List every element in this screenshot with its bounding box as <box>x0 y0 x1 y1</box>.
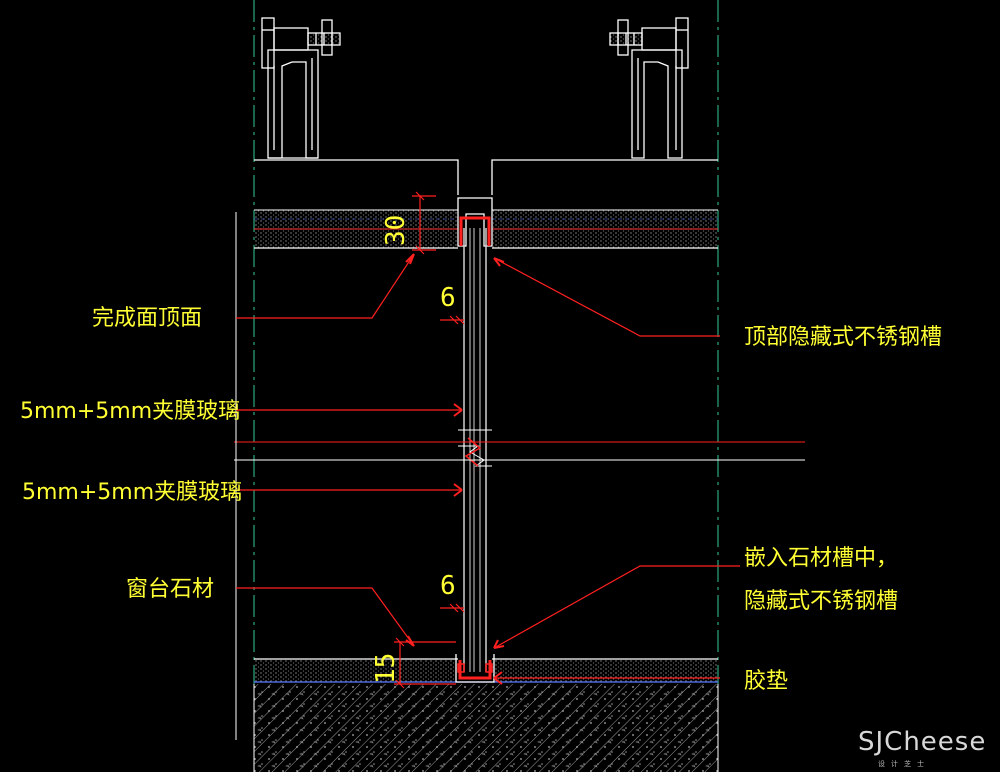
dim-top-gap: 6 <box>440 283 456 313</box>
center-lines <box>253 0 719 772</box>
steel-bracket-right <box>609 17 689 159</box>
label-glass-2: 5mm+5mm夹膜玻璃 <box>22 480 242 505</box>
bottom-steel-channel <box>455 654 495 683</box>
steel-bracket-left <box>261 17 341 159</box>
label-top-channel: 顶部隐藏式不锈钢槽 <box>744 325 942 350</box>
label-sill-stone: 窗台石材 <box>126 577 214 602</box>
break-lines <box>234 441 805 461</box>
label-embed-line1: 嵌入石材槽中， <box>744 546 898 571</box>
dim-top-depth: 30 <box>381 215 411 246</box>
dim-bottom-gap: 6 <box>440 571 456 601</box>
ceiling-substrate <box>254 159 718 195</box>
top-finish-band <box>254 209 718 249</box>
dim-bottom-depth: 15 <box>371 653 401 684</box>
label-glass-1: 5mm+5mm夹膜玻璃 <box>20 399 240 424</box>
glass-panel <box>458 228 492 672</box>
label-finish-top: 完成面顶面 <box>92 306 202 331</box>
dim-marks <box>394 191 465 689</box>
leader-lines <box>236 253 740 685</box>
top-steel-channel <box>457 197 493 247</box>
concrete-base <box>253 684 719 772</box>
label-embed-line2: 隐藏式不锈钢槽 <box>744 589 898 614</box>
label-gasket: 胶垫 <box>744 669 788 694</box>
watermark-brand: SJCheese <box>858 727 986 757</box>
watermark-sub: 设计芝士 <box>878 759 930 768</box>
